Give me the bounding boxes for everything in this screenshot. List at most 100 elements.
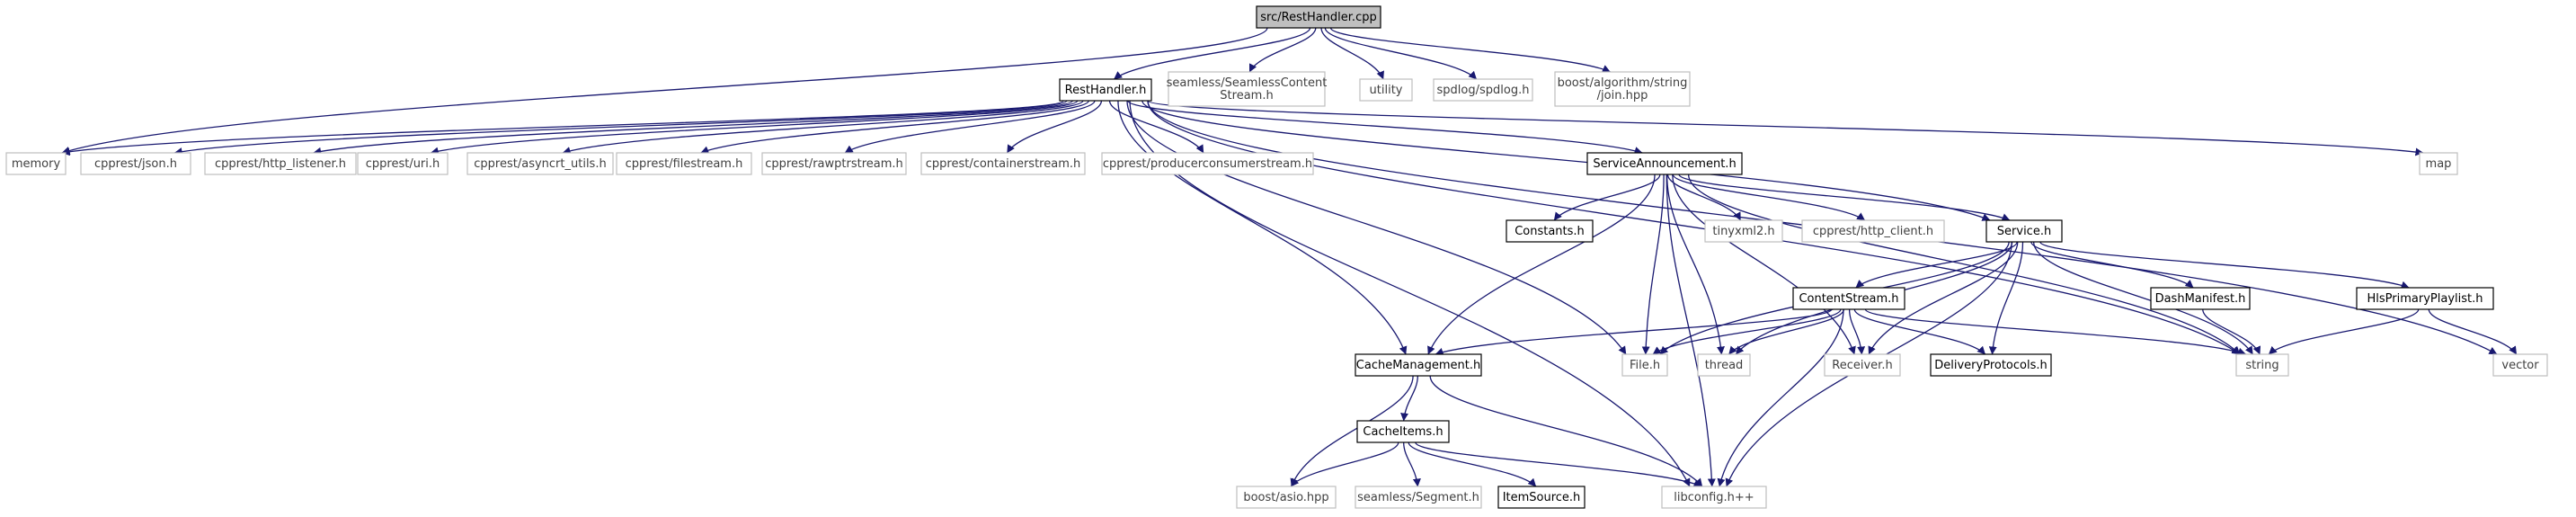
edge-serviceannouncement_h-to-libconfig [1666, 174, 1716, 487]
edge-resthandler_h-to-file_h [1126, 100, 1627, 355]
node-seamless-segment: seamless/Segment.h [1355, 486, 1482, 509]
edge-root-to-seamlesscontentstream_h [1248, 27, 1317, 73]
edges [61, 27, 2518, 487]
node-box [2419, 152, 2458, 175]
node-label: Service.h [1997, 225, 2051, 238]
edge-serviceannouncement_h-to-cachemanagement_h [1427, 174, 1656, 355]
node-box [1586, 152, 1743, 175]
node-box [1059, 78, 1152, 102]
node-deliveryprotocols-h[interactable]: DeliveryProtocols.h [1930, 353, 2052, 377]
node-label: cpprest/uri.h [366, 157, 440, 171]
node-box [1985, 219, 2063, 243]
node-label: cpprest/asyncrt_utils.h [474, 157, 606, 171]
edge-resthandler_h-to-cpprest_rawptrstream [844, 100, 1096, 154]
node-box [1256, 5, 1381, 29]
node-label: Constants.h [1515, 225, 1585, 238]
edge-resthandler_h-to-cachemanagement_h [1117, 100, 1408, 355]
node-label: HlsPrimaryPlaylist.h [2367, 292, 2483, 306]
node-utility: utility [1359, 78, 1413, 102]
node-itemsource-h[interactable]: ItemSource.h [1497, 486, 1586, 509]
node-box [1801, 219, 1945, 243]
node-libconfig: libconfig.h++ [1661, 486, 1767, 509]
node-box [1101, 152, 1314, 175]
node-label: cpprest/rawptrstream.h [765, 157, 903, 171]
node-thread: thread [1697, 353, 1751, 377]
node-label: vector [2501, 359, 2539, 372]
node-label: File.h [1630, 359, 1660, 372]
node-label: DeliveryProtocols.h [1934, 359, 2047, 372]
node-box [1355, 353, 1482, 377]
node-box [1661, 486, 1767, 509]
node-dashmanifest-h[interactable]: DashManifest.h [2150, 287, 2251, 310]
node-cachemanagement-h[interactable]: CacheManagement.h [1355, 353, 1482, 377]
node-box [1433, 78, 1533, 102]
edge-contentstream_h-to-thread [1728, 308, 1845, 355]
node-label: utility [1370, 84, 1403, 97]
edge-serviceannouncement_h-to-file_h [1641, 174, 1665, 355]
edge-contentstream_h-to-string [1864, 308, 2247, 356]
node-constants-h[interactable]: Constants.h [1506, 219, 1594, 243]
node-label: CacheItems.h [1363, 425, 1443, 439]
node-label: thread [1705, 359, 1744, 372]
edge-resthandler_h-to-map [1147, 100, 2424, 156]
node-box [1236, 486, 1337, 509]
node-cpprest-asyncrt: cpprest/asyncrt_utils.h [466, 152, 614, 175]
edge-hlsprimaryplaylist_h-to-string [2268, 308, 2420, 355]
node-box [1697, 353, 1751, 377]
edge-resthandler_h-to-vector [1147, 100, 2498, 355]
edge-serviceannouncement_h-to-string [1687, 174, 2241, 355]
node-box [761, 152, 907, 175]
edge-resthandler_h-to-cpprest_json [173, 100, 1068, 156]
edge-contentstream_h-to-receiver_h [1848, 308, 1866, 355]
node-box [1554, 71, 1691, 107]
node-label: cpprest/http_listener.h [215, 157, 346, 171]
node-cpprest-containerstream: cpprest/containerstream.h [920, 152, 1086, 175]
node-label: cpprest/producerconsumerstream.h [1103, 157, 1312, 171]
edge-service_h-to-dashmanifest_h [2030, 241, 2194, 289]
node-label: /join.hpp [1597, 89, 1648, 103]
node-cpprest-http-client: cpprest/http_client.h [1801, 219, 1945, 243]
edge-serviceannouncement_h-to-receiver_h [1672, 174, 1856, 355]
edge-resthandler_h-to-service_h [1141, 100, 1991, 221]
edge-cachemanagement_h-to-libconfig [1429, 375, 1703, 487]
node-tinyxml2-h: tinyxml2.h [1704, 219, 1783, 243]
node-label: memory [12, 157, 61, 171]
node-serviceannouncement-h[interactable]: ServiceAnnouncement.h [1586, 152, 1743, 175]
node-resthandler-h[interactable]: RestHandler.h [1059, 78, 1152, 102]
node-service-h[interactable]: Service.h [1985, 219, 2063, 243]
node-label: tinyxml2.h [1712, 225, 1774, 238]
edge-cacheitems_h-to-libconfig [1415, 441, 1702, 487]
node-label: ServiceAnnouncement.h [1593, 157, 1736, 171]
node-hlsprimaryplaylist-h[interactable]: HlsPrimaryPlaylist.h [2356, 287, 2494, 310]
node-box [1168, 71, 1326, 107]
node-label: boost/algorithm/string [1558, 76, 1688, 90]
node-box [2235, 353, 2289, 377]
node-label: boost/asio.hpp [1243, 491, 1328, 504]
node-contentstream-h[interactable]: ContentStream.h [1792, 287, 1905, 310]
node-box [1356, 420, 1450, 443]
edge-cachemanagement_h-to-cacheitems_h [1400, 375, 1418, 422]
node-memory: memory [5, 152, 67, 175]
node-label: RestHandler.h [1065, 84, 1147, 97]
node-label: cpprest/http_client.h [1813, 225, 1933, 238]
edge-root-to-boost_join [1329, 27, 1611, 73]
node-box [1824, 353, 1901, 377]
node-root[interactable]: src/RestHandler.cpp [1256, 5, 1381, 29]
edge-resthandler_h-to-string [1147, 100, 2241, 355]
node-box [204, 152, 357, 175]
node-label: seamless/Segment.h [1357, 491, 1479, 504]
node-label: spdlog/spdlog.h [1437, 84, 1530, 97]
node-box [2492, 353, 2548, 377]
node-cpprest-filestream: cpprest/filestream.h [616, 152, 752, 175]
edge-resthandler_h-to-cpprest_http_listener [313, 100, 1073, 156]
node-spdlog-h: spdlog/spdlog.h [1433, 78, 1533, 102]
edge-serviceannouncement_h-to-tinyxml2_h [1666, 174, 1742, 221]
edge-cacheitems_h-to-seamless_segment [1403, 441, 1421, 487]
edge-resthandler_h-to-cpprest_containerstream [1007, 100, 1103, 154]
edge-root-to-utility [1320, 27, 1384, 80]
node-cacheitems-h[interactable]: CacheItems.h [1356, 420, 1450, 443]
edge-resthandler_h-to-cpprest_asyncrt [562, 100, 1084, 155]
edge-service_h-to-string [2032, 241, 2253, 355]
edge-serviceannouncement_h-to-service_h [1678, 174, 2011, 221]
node-label: Stream.h [1220, 89, 1273, 103]
